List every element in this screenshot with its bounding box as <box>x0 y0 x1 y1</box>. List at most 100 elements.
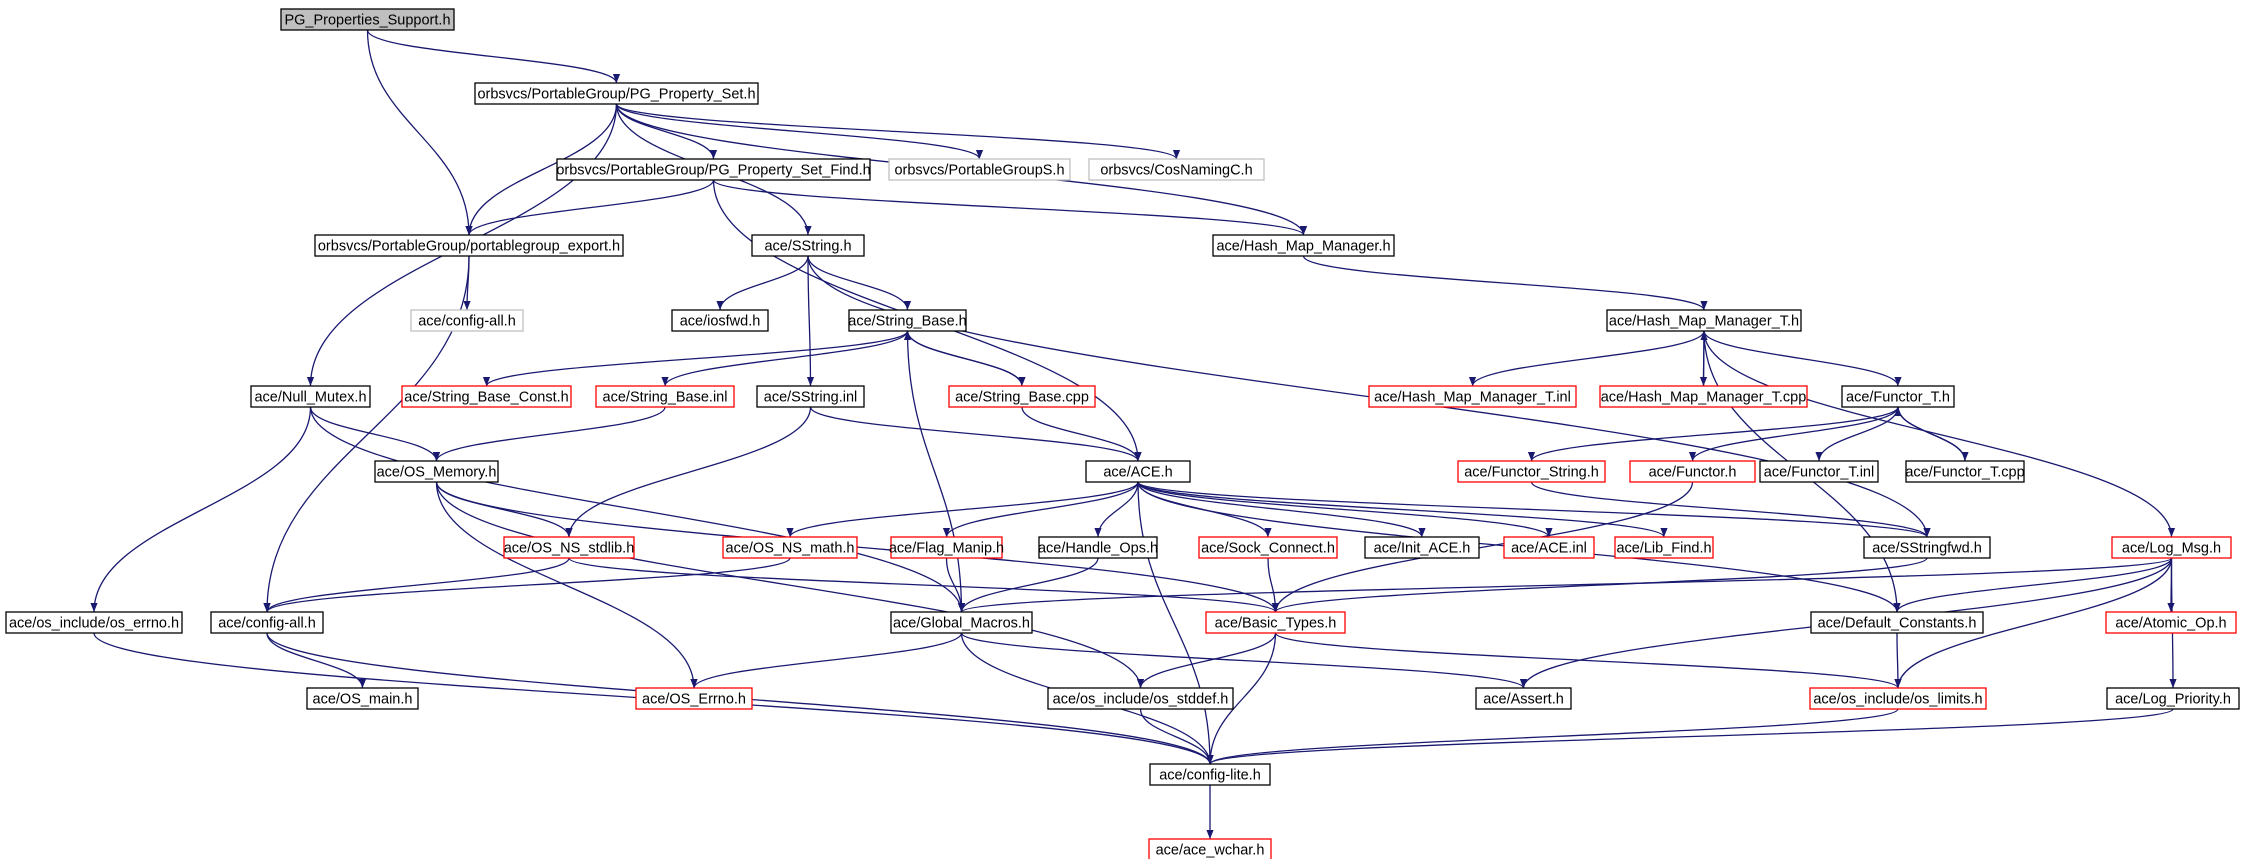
node-ace-os-ns-math-h[interactable]: ace/OS_NS_math.h <box>722 536 858 559</box>
node-box <box>888 158 1071 181</box>
node-ace-handle-ops-h[interactable]: ace/Handle_Ops.h <box>1038 536 1158 559</box>
node-ace-hash-map-manager-t-cpp[interactable]: ace/Hash_Map_Manager_T.cpp <box>1599 385 1808 408</box>
node-ace-ace-inl[interactable]: ace/ACE.inl <box>1503 536 1595 559</box>
edge-functort-to-functorstring <box>1528 406 1899 462</box>
node-ace-sstring-inl[interactable]: ace/SString.inl <box>756 385 865 408</box>
node-label: ace/Sock_Connect.h <box>1201 541 1335 557</box>
node-orbsvcs-portablegroup-portablegroup-export-h[interactable]: orbsvcs/PortableGroup/portablegroup_expo… <box>314 234 624 257</box>
node-ace-basic-types-h[interactable]: ace/Basic_Types.h <box>1205 611 1346 634</box>
edge-hmmtcpp-to-hmmt <box>1700 330 1708 387</box>
node-ace-string-base-inl[interactable]: ace/String_Base.inl <box>595 385 735 408</box>
edge-sstring-to-sstringfwd <box>807 255 1931 538</box>
edge-hmmt-to-hmmtinl <box>1468 330 1705 387</box>
node-ace-atomic-op-h[interactable]: ace/Atomic_Op.h <box>2105 611 2237 634</box>
edge-hmmt-to-functort <box>1703 330 1902 387</box>
node-ace-functor-t-inl[interactable]: ace/Functor_T.inl <box>1759 460 1879 483</box>
node-ace-sock-connect-h[interactable]: ace/Sock_Connect.h <box>1198 536 1338 559</box>
node-ace-os-include-os-errno-h[interactable]: ace/os_include/os_errno.h <box>5 611 183 634</box>
node-ace-functor-string-h[interactable]: ace/Functor_String.h <box>1457 460 1606 483</box>
node-box <box>1809 687 1987 710</box>
node-label: ace/config-all.h <box>218 616 316 632</box>
node-label: ace/OS_Memory.h <box>377 465 497 481</box>
node-box <box>1863 536 1991 559</box>
edge-configall-to-osmain <box>266 632 367 689</box>
node-label: ace/String_Base_Const.h <box>404 390 568 406</box>
node-box <box>595 385 735 408</box>
node-ace-lib-find-h[interactable]: ace/Lib_Find.h <box>1614 536 1714 559</box>
node-ace-config-all-h[interactable]: ace/config-all.h <box>210 611 324 634</box>
node-box <box>1475 687 1572 710</box>
node-box <box>948 385 1096 408</box>
node-ace-os-include-os-limits-h[interactable]: ace/os_include/os_limits.h <box>1809 687 1987 710</box>
node-ace-config-lite-h[interactable]: ace/config-lite.h <box>1149 763 1271 786</box>
node-box <box>474 82 759 105</box>
node-box <box>2106 687 2240 710</box>
node-ace-functor-t-h[interactable]: ace/Functor_T.h <box>1841 385 1955 408</box>
edge-defconst-to-oslimits <box>1894 632 1902 689</box>
node-box <box>1841 385 1955 408</box>
node-ace-assert-h[interactable]: ace/Assert.h <box>1475 687 1572 710</box>
node-label: ace/OS_NS_math.h <box>726 541 855 557</box>
node-ace-hash-map-manager-h[interactable]: ace/Hash_Map_Manager.h <box>1212 234 1395 257</box>
node-ace-default-constants-h[interactable]: ace/Default_Constants.h <box>1810 611 1984 634</box>
edge-logpriority-to-configlite <box>1206 708 2174 765</box>
node-ace-string-base-const-h[interactable]: ace/String_Base_Const.h <box>401 385 572 408</box>
edge-functortcpp-to-functort <box>1894 406 1966 462</box>
node-ace-ace-wchar-h[interactable]: ace/ace_wchar.h <box>1148 838 1272 859</box>
edge-oslimits-to-configlite <box>1206 708 1899 765</box>
node-orbsvcs-portablegroup-pg-property-set-h[interactable]: orbsvcs/PortableGroup/PG_Property_Set.h <box>474 82 759 105</box>
node-box <box>1085 460 1191 483</box>
node-ace-iosfwd-h[interactable]: ace/iosfwd.h <box>671 309 769 332</box>
edge-globalmacros-to-assert <box>960 632 1527 689</box>
node-ace-string-base-h[interactable]: ace/String_Base.h <box>848 309 967 332</box>
node-ace-os-ns-stdlib-h[interactable]: ace/OS_NS_stdlib.h <box>503 536 635 559</box>
node-orbsvcs-cosnamingc-h[interactable]: orbsvcs/CosNamingC.h <box>1088 158 1265 181</box>
node-box <box>503 536 635 559</box>
node-ace-ace-h[interactable]: ace/ACE.h <box>1085 460 1191 483</box>
edge-basictypes-to-oslimits <box>1274 632 1902 689</box>
edge-ace-to-configlite <box>1137 481 1214 765</box>
edge-sbinl-to-osmem <box>432 406 666 462</box>
node-label: ace/Functor_T.h <box>1846 390 1950 406</box>
node-ace-global-macros-h[interactable]: ace/Global_Macros.h <box>890 611 1033 634</box>
node-box <box>1457 460 1606 483</box>
node-ace-log-priority-h[interactable]: ace/Log_Priority.h <box>2106 687 2240 710</box>
node-ace-init-ace-h[interactable]: ace/Init_ACE.h <box>1364 536 1480 559</box>
edge-ace-to-aceinl <box>1137 481 1553 538</box>
node-ace-functor-t-cpp[interactable]: ace/Functor_T.cpp <box>1905 460 2025 483</box>
node-ace-flag-manip-h[interactable]: ace/Flag_Manip.h <box>889 536 1004 559</box>
node-label: ace/Init_ACE.h <box>1374 541 1471 557</box>
node-ace-log-msg-h[interactable]: ace/Log_Msg.h <box>2111 536 2232 559</box>
file-nodes: PG_Properties_Support.h orbsvcs/PortableG… <box>5 8 2240 859</box>
node-orbsvcs-portablegroup-pg-property-set-find-h[interactable]: orbsvcs/PortableGroup/PG_Property_Set_Fi… <box>556 158 871 181</box>
node-orbsvcs-portablegroups-h[interactable]: orbsvcs/PortableGroupS.h <box>888 158 1071 181</box>
node-ace-os-main-h[interactable]: ace/OS_main.h <box>306 687 419 710</box>
node-ace-string-base-cpp[interactable]: ace/String_Base.cpp <box>948 385 1096 408</box>
edge-ace-to-osnsmath <box>786 481 1139 538</box>
node-ace-sstringfwd-h[interactable]: ace/SStringfwd.h <box>1863 536 1991 559</box>
node-ace-config-all-h[interactable]: ace/config-all.h <box>410 309 524 332</box>
edge-osnsstdlib-to-basictypes <box>568 557 1279 613</box>
node-ace-functor-h[interactable]: ace/Functor.h <box>1629 460 1756 483</box>
node-box <box>1038 536 1158 559</box>
node-box <box>374 460 499 483</box>
edge-sbcpp-to-stringbase <box>903 330 1023 387</box>
node-ace-sstring-h[interactable]: ace/SString.h <box>751 234 865 257</box>
node-ace-os-memory-h[interactable]: ace/OS_Memory.h <box>374 460 499 483</box>
node-box <box>1905 460 2025 483</box>
node-box <box>1368 385 1577 408</box>
node-label: ace/Hash_Map_Manager_T.h <box>1609 314 1799 330</box>
node-ace-os-include-os-stddef-h[interactable]: ace/os_include/os_stddef.h <box>1047 687 1234 710</box>
node-label: ace/os_include/os_stddef.h <box>1053 692 1229 708</box>
node-ace-hash-map-manager-t-inl[interactable]: ace/Hash_Map_Manager_T.inl <box>1368 385 1577 408</box>
node-label: ace/os_include/os_errno.h <box>9 616 179 632</box>
node-box <box>5 611 183 634</box>
edge-sstringinl-to-ace <box>809 406 1142 462</box>
node-ace-null-mutex-h[interactable]: ace/Null_Mutex.h <box>250 385 371 408</box>
node-label: ace/String_Base.inl <box>603 390 728 406</box>
node-ace-hash-map-manager-t-h[interactable]: ace/Hash_Map_Manager_T.h <box>1606 309 1802 332</box>
node-label: ace/OS_main.h <box>313 692 413 708</box>
node-box <box>1149 763 1271 786</box>
node-pg-properties-support-h[interactable]: PG_Properties_Support.h <box>280 8 455 31</box>
node-ace-os-errno-h[interactable]: ace/OS_Errno.h <box>635 687 753 710</box>
